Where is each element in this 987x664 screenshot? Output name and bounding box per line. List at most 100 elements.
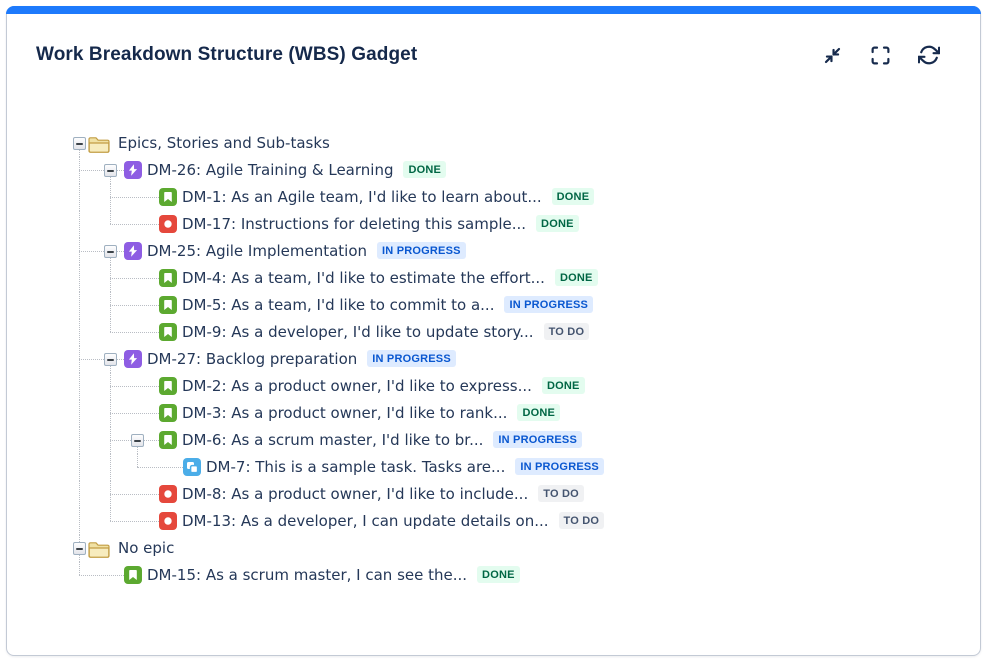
tree-line [110,197,159,198]
story-icon [124,566,142,584]
status-badge: DONE [541,377,585,394]
tree-line [110,319,111,332]
tree-line [79,238,80,251]
issue-label[interactable]: DM-3: As a product owner, I'd like to ra… [182,400,561,427]
minus-glyph [107,170,114,172]
issue-label[interactable]: DM-17: Instructions for deleting this sa… [182,211,579,238]
issue-text: DM-17: Instructions for deleting this sa… [182,215,527,233]
tree-line [110,440,111,454]
tree-line [110,278,111,292]
tree-line [79,251,124,252]
collapse-toggle[interactable] [104,245,117,258]
tree-line [110,184,111,197]
tree-line [110,413,159,414]
tree-row: DM-15: As a scrum master, I can see the.… [7,562,980,589]
tree-line [110,265,111,278]
status-badge: TO DO [543,323,590,340]
collapse-toggle[interactable] [104,164,117,177]
status-badge: TO DO [538,485,584,502]
issue-label[interactable]: DM-15: As a scrum master, I can see the.… [147,562,520,589]
subtask-icon [183,458,201,476]
group-label[interactable]: No epic [118,535,174,562]
tree-line [110,521,159,522]
tree-line [110,494,159,495]
tree-row: DM-1: As an Agile team, I'd like to lear… [7,184,980,211]
tree-row: No epic [7,535,980,562]
issue-label[interactable]: DM-1: As an Agile team, I'd like to lear… [182,184,595,211]
tree-line [110,508,111,521]
issue-text: DM-13: As a developer, I can update deta… [182,512,549,530]
tree-row: DM-9: As a developer, I'd like to update… [7,319,980,346]
tree-row: DM-4: As a team, I'd like to estimate th… [7,265,980,292]
tree-line [79,170,80,184]
issue-label[interactable]: DM-6: As a scrum master, I'd like to br.… [182,427,582,454]
story-icon [159,431,177,449]
issue-label[interactable]: DM-2: As a product owner, I'd like to ex… [182,373,585,400]
status-badge: DONE [517,404,561,421]
fullscreen-icon [870,45,891,66]
group-label[interactable]: Epics, Stories and Sub-tasks [118,130,330,157]
tree-line [110,386,159,387]
epic-icon [124,350,142,368]
bug-icon [159,215,177,233]
issue-text: Epics, Stories and Sub-tasks [118,134,330,152]
issue-text: DM-9: As a developer, I'd like to update… [182,323,534,341]
tree-row: Epics, Stories and Sub-tasks [7,130,980,157]
tree-line [137,467,183,468]
tree-line [110,386,111,400]
minus-glyph [76,143,83,145]
issue-label[interactable]: DM-13: As a developer, I can update deta… [182,508,605,535]
tree-line [137,454,138,467]
story-icon [159,377,177,395]
issue-label[interactable]: DM-8: As a product owner, I'd like to in… [182,481,584,508]
tree-line [110,224,159,225]
fullscreen-button[interactable] [870,45,891,66]
tree-line [79,184,80,211]
tree-line [79,535,80,548]
issue-label[interactable]: DM-26: Agile Training & Learning DONE [147,157,447,184]
tree-line [110,177,111,184]
status-badge: DONE [536,215,579,232]
collapse-toggle[interactable] [73,542,86,555]
refresh-button[interactable] [918,44,940,66]
tree-line [110,292,111,305]
status-badge: DONE [403,161,447,178]
tree-line [110,494,111,508]
issue-label[interactable]: DM-7: This is a sample task. Tasks are..… [206,454,604,481]
tree-line [79,157,80,170]
tree-row: DM-6: As a scrum master, I'd like to br.… [7,427,980,454]
collapse-toggle[interactable] [131,434,144,447]
gadget-header-actions [822,44,940,66]
collapse-all-button[interactable] [822,45,843,66]
issue-text: DM-26: Agile Training & Learning [147,161,394,179]
issue-text: DM-2: As a product owner, I'd like to ex… [182,377,532,395]
issue-label[interactable]: DM-5: As a team, I'd like to commit to a… [182,292,594,319]
tree-line [79,251,80,265]
tree-line [79,170,124,171]
story-icon [159,404,177,422]
tree-row: DM-8: As a product owner, I'd like to in… [7,481,980,508]
epic-icon [124,161,142,179]
status-badge: DONE [477,566,520,583]
story-icon [159,323,177,341]
minus-glyph [107,359,114,361]
tree-line [110,366,111,373]
tree-line [110,427,111,440]
collapse-toggle[interactable] [104,353,117,366]
tree-row: DM-17: Instructions for deleting this sa… [7,211,980,238]
issue-label[interactable]: DM-4: As a team, I'd like to estimate th… [182,265,598,292]
tree-line [110,454,111,481]
status-badge: IN PROGRESS [367,350,456,367]
refresh-icon [918,44,940,66]
tree-line [110,305,111,319]
tree-line [110,211,111,224]
collapse-toggle[interactable] [73,137,86,150]
issue-label[interactable]: DM-9: As a developer, I'd like to update… [182,319,590,346]
tree-row: DM-3: As a product owner, I'd like to ra… [7,400,980,427]
tree-line [79,373,80,400]
tree-line [79,346,80,359]
